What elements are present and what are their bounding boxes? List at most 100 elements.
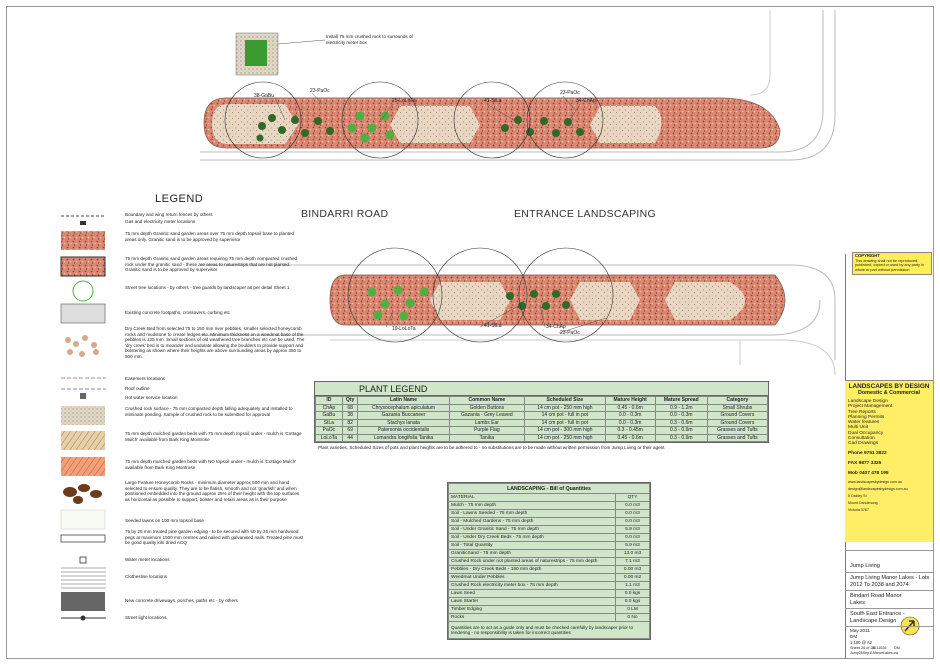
boq-material: Rocks — [448, 613, 616, 622]
table-row: Soil - Under Granitic Sand - 75 mm depth… — [448, 525, 650, 534]
meter-callout: Install 75 mm crushed rock to surrounds … — [326, 34, 413, 45]
callout-top-6: 34-ChAp — [576, 98, 596, 104]
table-cell: Patersonia occidentalis — [357, 426, 450, 435]
boq-material: Weedmat Under Pebbles — [448, 573, 616, 582]
table-cell: 0.3 - 0.45m — [604, 426, 656, 435]
table-cell: Ground Covers — [706, 411, 769, 420]
legend-item: Large Feature Honeycomb Rocks - minimum … — [125, 480, 300, 502]
boq-material: Mulch - 75 mm depth — [448, 501, 616, 510]
boq-note-row: Quantities are to act as a guide only an… — [448, 621, 650, 639]
drawn-by: DM — [850, 634, 858, 639]
service-item: Planning Permits — [848, 414, 885, 420]
boq-qty: 0.0 m3 — [615, 501, 650, 510]
table-cell: 0.0 - 0.3m — [604, 418, 656, 427]
table-cell: Gazania - Grey Leaved — [448, 411, 526, 420]
mobile: Mob 0407 478 195 — [848, 470, 889, 476]
callout-top-3: 25-LoLoTa — [392, 98, 416, 104]
checked-by: DM — [894, 646, 900, 650]
table-cell: Small Shrubs — [706, 403, 769, 412]
legend-title: LEGEND — [155, 193, 204, 205]
legend-item: Existing concrete footpaths, crossovers,… — [125, 310, 230, 315]
callout-top-2: 23-PaOc — [310, 88, 330, 94]
column-header: Mature Spread — [654, 396, 708, 405]
boq-material: Soil - Under Granitic Sand - 75 mm depth — [448, 525, 616, 534]
callout-bottom-4: 23-PaOc — [560, 330, 580, 336]
entrance-label: ENTRANCE LANDSCAPING — [514, 208, 656, 220]
service-item: Landscape Design — [848, 399, 888, 404]
plant-legend-title: PLANT LEGEND — [315, 382, 768, 396]
email[interactable]: design@landscapesbydesign.com.au — [848, 486, 908, 491]
road-label: BINDARRI ROAD — [301, 208, 389, 220]
boq-material: Lawn Starter — [448, 597, 616, 606]
boq-material: Timber Edging — [448, 605, 616, 614]
drawing-title: South East Entrance - Landscape Design — [850, 611, 905, 624]
table-row: Soil - Under Dry Creek Beds - 75 mm dept… — [448, 533, 650, 542]
plant-legend-table: ID Qty Latin Name Common Name Scheduled … — [315, 396, 769, 442]
table-cell: Tanika — [448, 433, 526, 442]
table-header-row: ID Qty Latin Name Common Name Scheduled … — [315, 396, 769, 405]
plant-legend-note: Plant varieties, Scheduled Sizes of pots… — [318, 445, 665, 450]
callout-bottom-2: 41-StLa — [484, 323, 502, 329]
table-cell: Lomandra longifolia Tanika — [357, 433, 450, 442]
address-line: 5 Oakley St — [848, 494, 867, 499]
table-cell: 0.9 - 1.2m — [654, 403, 708, 412]
website[interactable]: www.landscapesbydesign.com.au — [848, 479, 902, 484]
boq-note: Quantities are to act as a guide only an… — [448, 621, 650, 639]
table-cell: Golden Buttons — [448, 403, 526, 412]
legend-item: 75 by 25 mm treated pine garden edging -… — [125, 529, 304, 546]
column-header: Mature Height — [604, 396, 656, 405]
company-box: LANDSCAPES BY DESIGN Domestic & Commerci… — [845, 380, 933, 542]
table-cell: PaOc — [315, 426, 343, 435]
legend-item: Seeded lawns on 100 mm topsoil base — [125, 518, 204, 523]
file-name: Jump26Sep11ManorLakes.cw — [850, 651, 899, 655]
table-cell: Stachys lanata — [357, 418, 450, 427]
service-item: Consultation — [848, 436, 875, 442]
scale: 1:100 @ A2 — [850, 640, 872, 645]
table-cell: 0.3 - 0.6m — [654, 418, 708, 427]
service-item: Cad Drawings — [848, 441, 879, 447]
boq-qty: 13.0 m3 — [615, 549, 650, 558]
callout-top-5: 23-PaOc — [560, 90, 580, 96]
table-cell: 82 — [341, 418, 359, 427]
table-cell: 14 cm pot - 250 mm high — [524, 403, 606, 412]
column-header: Qty — [341, 396, 359, 405]
boq-material: Crushed Rock electricity meter box - 75 … — [448, 581, 616, 590]
service-item: Project Management — [848, 404, 893, 410]
table-cell: 0.45 - 0.6m — [604, 403, 656, 412]
callout-top-4: 41-StLa — [484, 98, 502, 104]
copyright-text: This drawing shall not be reproduced, pu… — [855, 258, 925, 272]
boq-qty: 0.0 m3 — [615, 517, 650, 526]
column-header: QTY — [615, 493, 650, 502]
boq-qty: 5.9 m3 — [615, 541, 650, 550]
copyright-box: COPYRIGHT This drawing shall not be repr… — [852, 252, 932, 275]
legend-item: Street light locations — [125, 615, 167, 620]
plant-legend: PLANT LEGEND ID Qty Latin Name Common Na… — [314, 381, 769, 443]
boq-qty: 5.9 m3 — [615, 525, 650, 534]
column-header: Latin Name — [357, 396, 450, 405]
fax: FAX 9877 3325 — [848, 460, 882, 466]
boq-material: Soil - Lawns Seeded - 75 mm depth — [448, 509, 616, 518]
table-cell: Grasses and Tufts — [706, 433, 769, 442]
legend-item: Hot water service location — [125, 395, 178, 400]
table-cell: 14 cm pot - 300 mm high — [524, 426, 606, 435]
column-header: Scheduled Size — [524, 396, 606, 405]
legend-item: 75 mm depth mulched garden beds with NO … — [125, 459, 297, 470]
callout-bottom-1: 19-LoLoTa — [392, 326, 416, 332]
bill-of-quantities: LANDSCAPING - Bill of Quantities MATERIA… — [447, 482, 651, 640]
table-row: Crushed Rock electricity meter box - 75 … — [448, 581, 650, 590]
boq-material: GraniticSand - 75 mm depth — [448, 549, 616, 558]
column-header: Category — [706, 396, 769, 405]
legend-item: Crushed rock surface - 75 mm compacted d… — [125, 406, 293, 417]
boq-material: Crushed Rock under not planted areas of … — [448, 557, 616, 566]
address-line: Victoria 3767 — [848, 508, 869, 513]
